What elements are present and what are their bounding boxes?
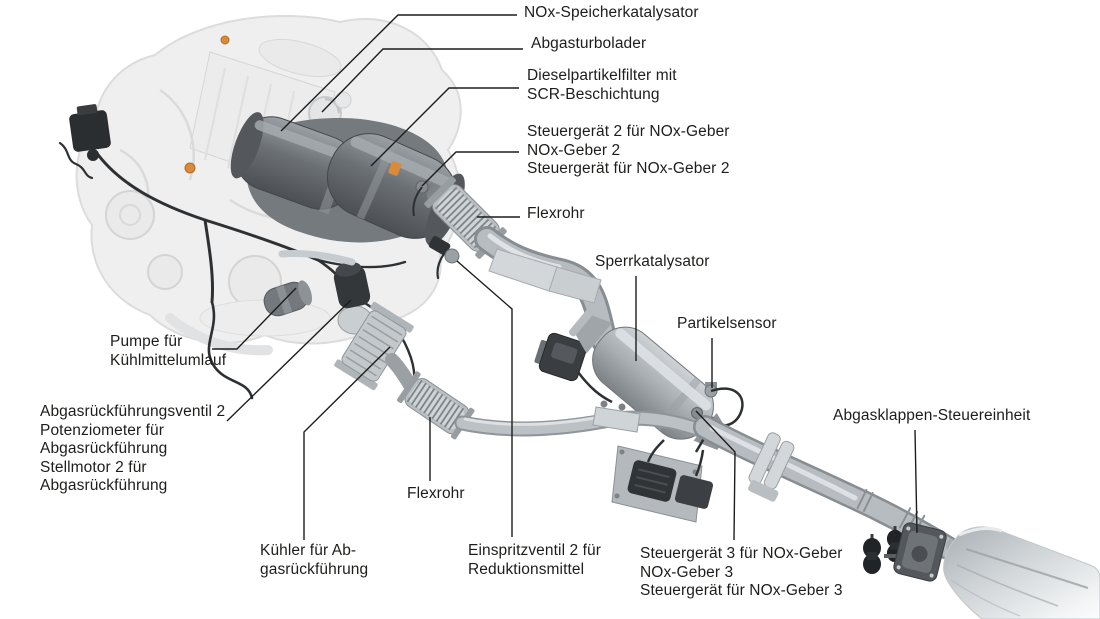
orange-connector-2 bbox=[388, 161, 402, 176]
muffler-graphic bbox=[943, 526, 1100, 619]
leader-kuehler-abgasrueckfuehrung bbox=[303, 346, 391, 540]
flex-pipe-2-graphic bbox=[397, 371, 475, 440]
pipe-clamp-graphic bbox=[748, 432, 795, 502]
leader-dieselpartikelfilter-scr bbox=[370, 87, 519, 167]
leader-abgasklappen-steuereinheit bbox=[914, 429, 918, 534]
leader-steuergeraet-3-nox-geber bbox=[695, 410, 736, 541]
nox-storage-catalyst-graphic bbox=[230, 112, 358, 215]
orange-connector bbox=[184, 162, 196, 174]
wiring-harness bbox=[58, 104, 449, 400]
pipe-clamp-plate bbox=[592, 400, 641, 433]
reductant-injector-graphic bbox=[428, 236, 460, 264]
leader-lines bbox=[212, 14, 918, 541]
orange-cap bbox=[220, 35, 230, 45]
particle-sensor-ecu-graphic bbox=[534, 332, 613, 404]
connector-box bbox=[69, 104, 111, 152]
coolant-line bbox=[278, 250, 356, 266]
nox-ecu-3-graphic bbox=[611, 439, 714, 523]
leader-pumpe-kuehlmittelumlauf bbox=[212, 287, 297, 350]
egr-valve-graphic bbox=[333, 262, 373, 335]
exhaust-flap-actuator-graphic bbox=[893, 522, 947, 582]
dpf-scr-graphic bbox=[326, 133, 465, 246]
leader-abgasrueckfuehrung-gruppe bbox=[226, 299, 352, 422]
leader-nox-speicherkatalysator bbox=[280, 14, 517, 132]
leader-abgasturbolader bbox=[321, 48, 523, 113]
nox-sensor-2-graphic bbox=[412, 180, 429, 217]
leader-einspritzventil-2-reduktionsmittel bbox=[456, 260, 513, 537]
egr-cooler-graphic bbox=[334, 301, 414, 391]
heat-shield-graphic bbox=[488, 248, 602, 304]
leader-steuergeraet-2-nox-geber bbox=[421, 151, 519, 187]
